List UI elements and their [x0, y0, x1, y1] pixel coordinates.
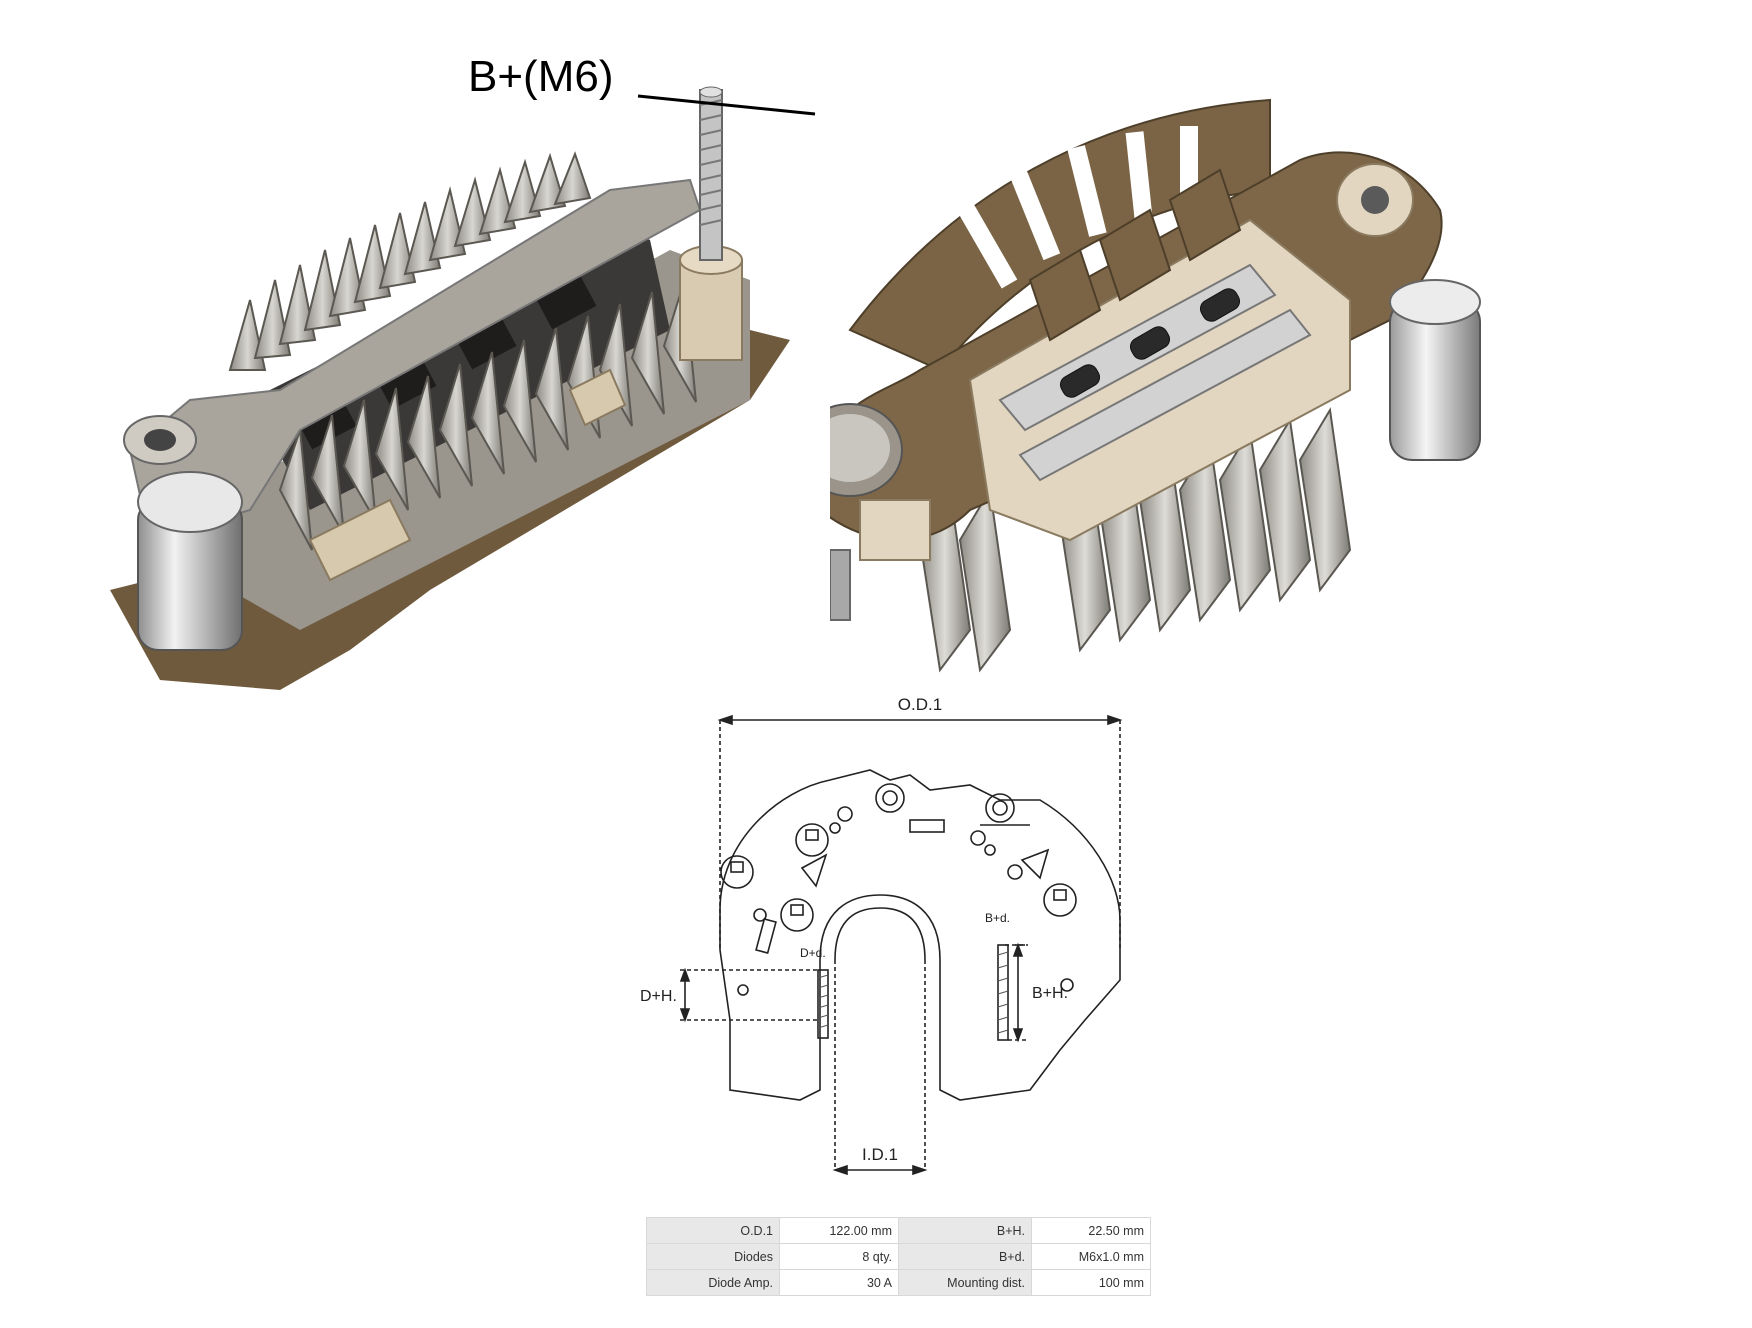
spec-table: O.D.1 122.00 mm B+H. 22.50 mm Diodes 8 q…	[646, 1217, 1151, 1296]
spec-label: Diode Amp.	[646, 1269, 780, 1296]
bd-label: B+d.	[985, 911, 1010, 925]
rectifier-photo-top-view	[830, 98, 1481, 673]
table-row: Diode Amp. 30 A Mounting dist. 100 mm	[646, 1269, 1151, 1296]
spec-value: 22.50 mm	[1031, 1217, 1151, 1244]
table-row: Diodes 8 qty. B+d. M6x1.0 mm	[646, 1243, 1151, 1270]
dimension-drawing: O.D.1 I.D.1 D+H. D+d. B+H. B+d.	[640, 695, 1123, 1176]
od-label: O.D.1	[898, 695, 942, 714]
bh-label: B+H.	[1032, 985, 1068, 1002]
spec-label: B+d.	[898, 1243, 1032, 1270]
spec-label: Diodes	[646, 1243, 780, 1270]
spec-value: 30 A	[779, 1269, 899, 1296]
spec-value: M6x1.0 mm	[1031, 1243, 1151, 1270]
spec-label: B+H.	[898, 1217, 1032, 1244]
dd-label: D+d.	[800, 946, 826, 960]
spec-value: 100 mm	[1031, 1269, 1151, 1296]
spec-value: 8 qty.	[779, 1243, 899, 1270]
spec-value: 122.00 mm	[779, 1217, 899, 1244]
id-label: I.D.1	[862, 1145, 898, 1164]
spec-label: O.D.1	[646, 1217, 780, 1244]
table-row: O.D.1 122.00 mm B+H. 22.50 mm	[646, 1217, 1151, 1244]
spec-label: Mounting dist.	[898, 1269, 1032, 1296]
rectifier-photo-side-view	[110, 86, 790, 690]
b-plus-stud-callout: B+(M6)	[468, 52, 614, 101]
dh-label: D+H.	[640, 988, 677, 1005]
